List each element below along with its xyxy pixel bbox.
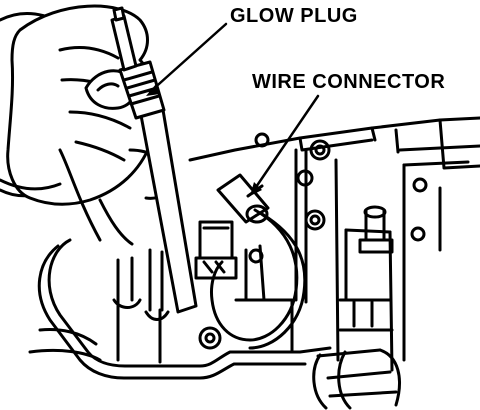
glow-plug-leader-line — [148, 22, 228, 94]
glow-plug-leader-arrowhead — [146, 84, 160, 96]
engine-head-drawing — [37, 116, 480, 410]
leader-lines — [146, 22, 320, 196]
wire-connector-leader-line — [252, 94, 320, 192]
glow-plug-label: GLOW PLUG — [230, 5, 358, 27]
hand-drawing — [0, 4, 172, 362]
wire-connector-label: WIRE CONNECTOR — [252, 71, 446, 93]
wire-connector-leader-arrowhead — [250, 182, 262, 196]
